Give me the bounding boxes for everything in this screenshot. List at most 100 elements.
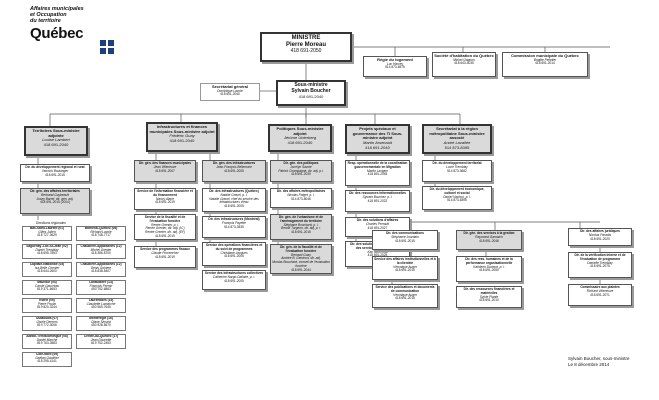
- dir-name-3: Nicolas Bouchard, conseil de l'évaluatio…: [272, 260, 330, 268]
- dir-title: Service des infrastructures collectives: [204, 271, 264, 275]
- dir-name: Véronique Auger: [393, 264, 417, 269]
- branch-title: Territoires Sous-ministre adjointe: [32, 128, 80, 138]
- dir-name: Bernard Guay: [291, 252, 311, 257]
- branch-name: Jérôme Unterberg: [283, 135, 317, 141]
- dir-name: Claude Provencher: [151, 250, 179, 255]
- dir-name: Raymond Garnaich: [475, 234, 503, 239]
- dir-name: Yannick Boulanger: [41, 168, 69, 173]
- region-name: Jean Doucette: [90, 337, 112, 342]
- dir-title: Commissaire aux plaintes: [580, 285, 620, 289]
- region-phone: 819 371-6653: [37, 287, 57, 292]
- attached-body-shq: Société d'habitation du Québec Michel Ga…: [432, 52, 496, 77]
- logo-line-3: du territoire: [30, 18, 61, 25]
- dir-title: Dir. gén. des finances municipales: [138, 161, 192, 165]
- dir-title: Dir. des infrastructures (Montréal): [208, 217, 260, 221]
- dir-phone: 418 691-2019: [155, 233, 175, 238]
- region-box: Abitibi-Témiscamingue (08) Daniel Marché…: [22, 334, 72, 349]
- region-box: Montérégie (16) Diane Simard 450 928-567…: [76, 316, 126, 331]
- region-name: Gilles Julien: [38, 229, 56, 234]
- dir-phone: 418 691-2045: [367, 172, 388, 177]
- branch-phone: 418 691-2040: [287, 140, 313, 146]
- region-name: Gisèle Demers: [36, 319, 58, 324]
- branch-title: Secrétariat à la région métropolitaine S…: [429, 126, 485, 141]
- dir-developpement-territorial: Dir. du développement territorial Lucie …: [422, 160, 492, 182]
- region-name: Richard Lavoie: [90, 229, 112, 234]
- dir-phone: 418 691-2020: [590, 236, 610, 241]
- region-phone: 418 748-7717: [91, 233, 111, 238]
- region-box: Montréal-Québec (06) Richard Lavoie 418 …: [76, 226, 126, 241]
- dir-phone: 514 873-3682: [447, 168, 467, 173]
- branch-phone: 418 691-2040: [365, 144, 390, 150]
- regions-header: Directions régionales: [36, 221, 66, 225]
- region-name: François Perron: [89, 283, 113, 288]
- dir-name: Sylvain Boucher, p. i.: [362, 194, 393, 199]
- dir-phone: 418 691-2005: [224, 204, 244, 209]
- attached-title: Commission municipale du Québec: [511, 53, 579, 58]
- dir-phone: 514 873-8046: [291, 196, 311, 201]
- dir-title: Service des opérations financières et du…: [205, 243, 263, 251]
- dir-title: Dir. de la vérification interne et de l'…: [574, 253, 626, 261]
- dir-title: Service de la fiscalité et de l'évaluati…: [144, 215, 186, 223]
- dir-name: Charles Perrault: [365, 221, 390, 226]
- branch-infrastructures: Infrastructures et finances municipales …: [146, 122, 218, 152]
- dir-phone: 418 691-2044: [291, 267, 311, 272]
- dir-title: Dir. des solutions d'affaires: [356, 218, 399, 222]
- dir-title: Dir. des ressources informationnelles: [349, 191, 406, 195]
- dir-name: Sylvie Plante: [479, 294, 499, 299]
- region-name: Claudette Lamarche: [86, 301, 116, 306]
- dir-ressources-financieres: Dir. des ressources financières et matér…: [456, 286, 522, 308]
- dir-fiscalite-evaluation: Dir. gén. de la fiscalité et de l'évalua…: [270, 244, 332, 274]
- dir-name-2: Patrick Champagne, dir. adj. p.i.: [278, 168, 324, 173]
- dir-name: Renée Grenier, p. i.: [151, 222, 179, 227]
- dir-title: Dir. des ress. humaines et de la perform…: [465, 257, 513, 265]
- dir-title: Dir. des ressources financières et matér…: [463, 287, 515, 295]
- attached-name: Michel Gagnon: [453, 57, 475, 62]
- region-box: Côte-Nord (09) Gaétan Gauthier 418 295-4…: [22, 352, 72, 367]
- branch-phone: 418 691-2040: [43, 142, 69, 148]
- deputy-minister-box: Sous-ministre Sylvain Boucher 418 691-20…: [276, 80, 346, 106]
- dir-name: Jean Villeneuve: [153, 164, 177, 169]
- dir-phone: 418 691-2071: [590, 292, 610, 297]
- region-phone: 418 295-4141: [37, 359, 57, 364]
- dir-title: Dir. gén. des infrastructures: [212, 161, 256, 165]
- dir-title: Service de l'information financière et d…: [137, 189, 193, 197]
- dir-name-2: Andrée B. Gendron, dir. adj.: [281, 256, 321, 261]
- dir-name: Martin Lavigne: [367, 168, 388, 173]
- secretary-title: Secrétariat général: [211, 84, 249, 89]
- dir-phone: 418 691-2027: [367, 225, 388, 230]
- dir-name: Nicolas Paiget, p. i.: [287, 192, 315, 197]
- fleurdelis-icon: [100, 48, 106, 54]
- branch-territoires: Territoires Sous-ministre adjointe Louis…: [24, 126, 88, 156]
- regions-grid: Bas-Saint-Laurent (01) Gilles Julien 418…: [22, 226, 126, 396]
- dir-phone: 418 691-2010: [479, 298, 499, 303]
- attached-body-regie: Régie du logement Luc Harvey 514 873-657…: [363, 56, 427, 77]
- service-information-financiere: Service de l'information financière et d…: [134, 188, 196, 210]
- dir-title: Dir. des communications: [386, 231, 424, 235]
- dir-affaires-metropolitaines: Dir. des affaires métropolitaines Nicola…: [270, 188, 332, 208]
- region-box: Outaouais (07) Gisèle Demers 819 772-300…: [22, 316, 72, 331]
- region-box: Centre-du-Québec (17) Jean Doucette 819 …: [76, 334, 126, 349]
- region-phone: 418 695-7853: [37, 251, 57, 256]
- region-box: Laurentides (15) Claudette Lamarche 450 …: [76, 298, 126, 313]
- dir-ressources-informationnelles: Dir. des ressources informationnelles Sy…: [345, 190, 410, 212]
- dir-phone: 418 691-2005: [224, 278, 244, 283]
- branch-politiques: Politiques Sous-ministre adjoint Jérôme …: [268, 124, 332, 152]
- region-title: Bas-Saint-Laurent (01): [29, 226, 64, 230]
- region-box: Chaudière-Appalaches (12) Denis Gohiere …: [76, 262, 126, 277]
- dir-title: Dir. gén. de l'urbanisme et de l'aménage…: [278, 215, 324, 223]
- branch-name: Martin Arsenault: [363, 140, 392, 146]
- dir-finances-municipales: Dir. gén. des finances municipales Jean …: [134, 160, 196, 182]
- dir-name-2: Natalie Gravel, chef du service des infr…: [209, 196, 259, 205]
- dir-name: Lucie Tremblay: [446, 164, 468, 169]
- dir-name: Kathleen Dumont, p. i.: [473, 264, 505, 269]
- region-phone: 418 838-5407: [91, 269, 111, 274]
- region-name: Carole Gauvreau: [34, 283, 60, 288]
- attached-name: Luc Harvey: [386, 61, 404, 66]
- dir-communications: Dir. des communications Stéphanie Jourda…: [372, 230, 438, 250]
- dir-phone: 418 691-2015: [395, 296, 415, 301]
- branch-phone: 514 873-8395: [444, 144, 470, 150]
- region-box: Estrie (05) Pierre Poulin 819 820-3244: [22, 298, 72, 313]
- dir-name-3: Renée Grenier, dir. adj. (EF): [145, 230, 185, 235]
- minister-title: MINISTRE: [291, 35, 321, 41]
- dir-affaires-territoriales: Dir. gén. des affaires territoriales Ber…: [20, 188, 90, 214]
